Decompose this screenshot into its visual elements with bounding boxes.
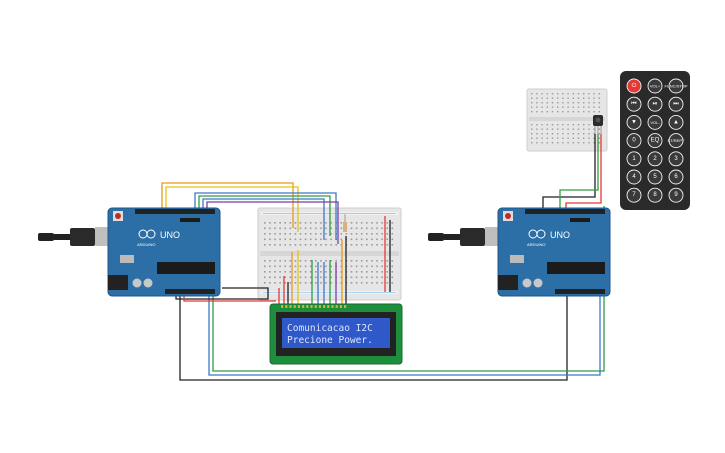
usb-cable-head [70, 228, 95, 246]
arduino-uno-1[interactable]: UNO ARDUINO [38, 207, 221, 297]
lcd-pin-header [281, 305, 347, 308]
remote-key-digit-icon[interactable]: 5 [647, 169, 663, 185]
wire-green-ir [559, 134, 599, 213]
remote-key-label: ⏮ [631, 101, 637, 107]
ir-remote[interactable]: ⏻ VOL+FUNC/STOP ⏮ ⏯ ⏭ ▼ VOL- ▲ 0 EQ ST/REPT 1 2 3 4 5 6 7… [620, 71, 690, 210]
remote-key-power-icon[interactable]: ⏻ [626, 78, 642, 94]
usb-plug [38, 233, 54, 241]
arduino-uno-2[interactable]: UNO ARDUINO [428, 207, 611, 297]
remote-key-down-icon[interactable]: ▼ [626, 114, 642, 130]
remote-key-label: 2 [653, 156, 657, 162]
wire-black-ir [542, 134, 596, 213]
wire-green-top [198, 195, 331, 236]
wire-yellow-top [165, 186, 299, 232]
remote-key-digit-icon[interactable]: 8 [647, 187, 663, 203]
wire-black-lcd [175, 287, 269, 300]
wire-black-loop [179, 296, 568, 381]
remote-key-repeat-icon[interactable]: ST/REPT [668, 133, 685, 149]
wire-red-a1 [183, 296, 276, 302]
remote-key-label: ST/REPT [668, 138, 685, 143]
remote-key-label: EQ [651, 138, 660, 144]
remote-key-vol-down-icon[interactable]: VOL- [647, 114, 663, 130]
remote-key-label: 3 [674, 156, 678, 162]
remote-key-label: 0 [632, 138, 636, 144]
remote-key-digit-icon[interactable]: 9 [668, 187, 684, 203]
arduino-brand: ARDUINO [137, 242, 155, 247]
remote-key-label: VOL+ [650, 84, 661, 89]
remote-key-digit-icon[interactable]: 7 [626, 187, 642, 203]
remote-key-next-icon[interactable]: ⏭ [668, 96, 684, 112]
remote-key-label: 6 [674, 174, 678, 180]
remote-key-digit-icon[interactable]: 6 [668, 169, 684, 185]
wire-orange-top [161, 182, 294, 228]
ir-receiver[interactable] [593, 115, 603, 134]
remote-key-label: 1 [632, 156, 636, 162]
lcd-line-1: Comunicacao I2C [287, 323, 373, 334]
arduino-model: UNO [550, 230, 570, 240]
remote-key-label: ⏻ [632, 82, 637, 89]
remote-key-digit-icon[interactable]: 3 [668, 151, 684, 167]
remote-key-up-icon[interactable]: ▲ [668, 114, 684, 130]
wire-blue-top1 [194, 192, 337, 240]
arduino-logo-icon [138, 229, 156, 239]
remote-key-prev-icon[interactable]: ⏮ [626, 96, 642, 112]
remote-key-label: VOL- [650, 120, 660, 125]
remote-key-label: ⏯ [653, 101, 658, 107]
remote-key-vol-up-icon[interactable]: VOL+ [647, 78, 663, 94]
remote-key-label: ▲ [673, 119, 679, 125]
lcd-display[interactable]: Comunicacao I2C Precione Power. [269, 303, 403, 365]
remote-key-digit-icon[interactable]: 1 [626, 151, 642, 167]
breadboard-holes [264, 222, 394, 284]
remote-key-label: ⏭ [673, 101, 679, 107]
remote-key-digit-icon[interactable]: 0 [626, 133, 642, 149]
remote-key-label: 4 [632, 174, 636, 180]
remote-key-label: FUNC/STOP [664, 84, 687, 89]
remote-key-label: 8 [653, 192, 657, 198]
remote-key-label: 7 [632, 192, 636, 198]
remote-key-eq-icon[interactable]: EQ [647, 133, 663, 149]
remote-key-digit-icon[interactable]: 4 [626, 169, 642, 185]
remote-key-label: 9 [674, 192, 678, 198]
arduino-logo-icon [528, 229, 546, 239]
wire-blue-top2 [202, 198, 325, 240]
remote-key-label: ▼ [631, 119, 637, 125]
remote-key-digit-icon[interactable]: 2 [647, 151, 663, 167]
remote-key-func-stop-icon[interactable]: FUNC/STOP [664, 78, 688, 94]
remote-keypad: ⏻ VOL+FUNC/STOP ⏮ ⏯ ⏭ ▼ VOL- ▲ 0 EQ ST/REPT 1 2 3 4 5 6 7… [626, 78, 688, 203]
remote-key-play-pause-icon[interactable]: ⏯ [647, 96, 663, 112]
lcd-line-2: Precione Power. [287, 335, 373, 346]
arduino-model: UNO [160, 230, 180, 240]
arduino-brand: ARDUINO [527, 242, 545, 247]
remote-key-label: 5 [653, 174, 657, 180]
